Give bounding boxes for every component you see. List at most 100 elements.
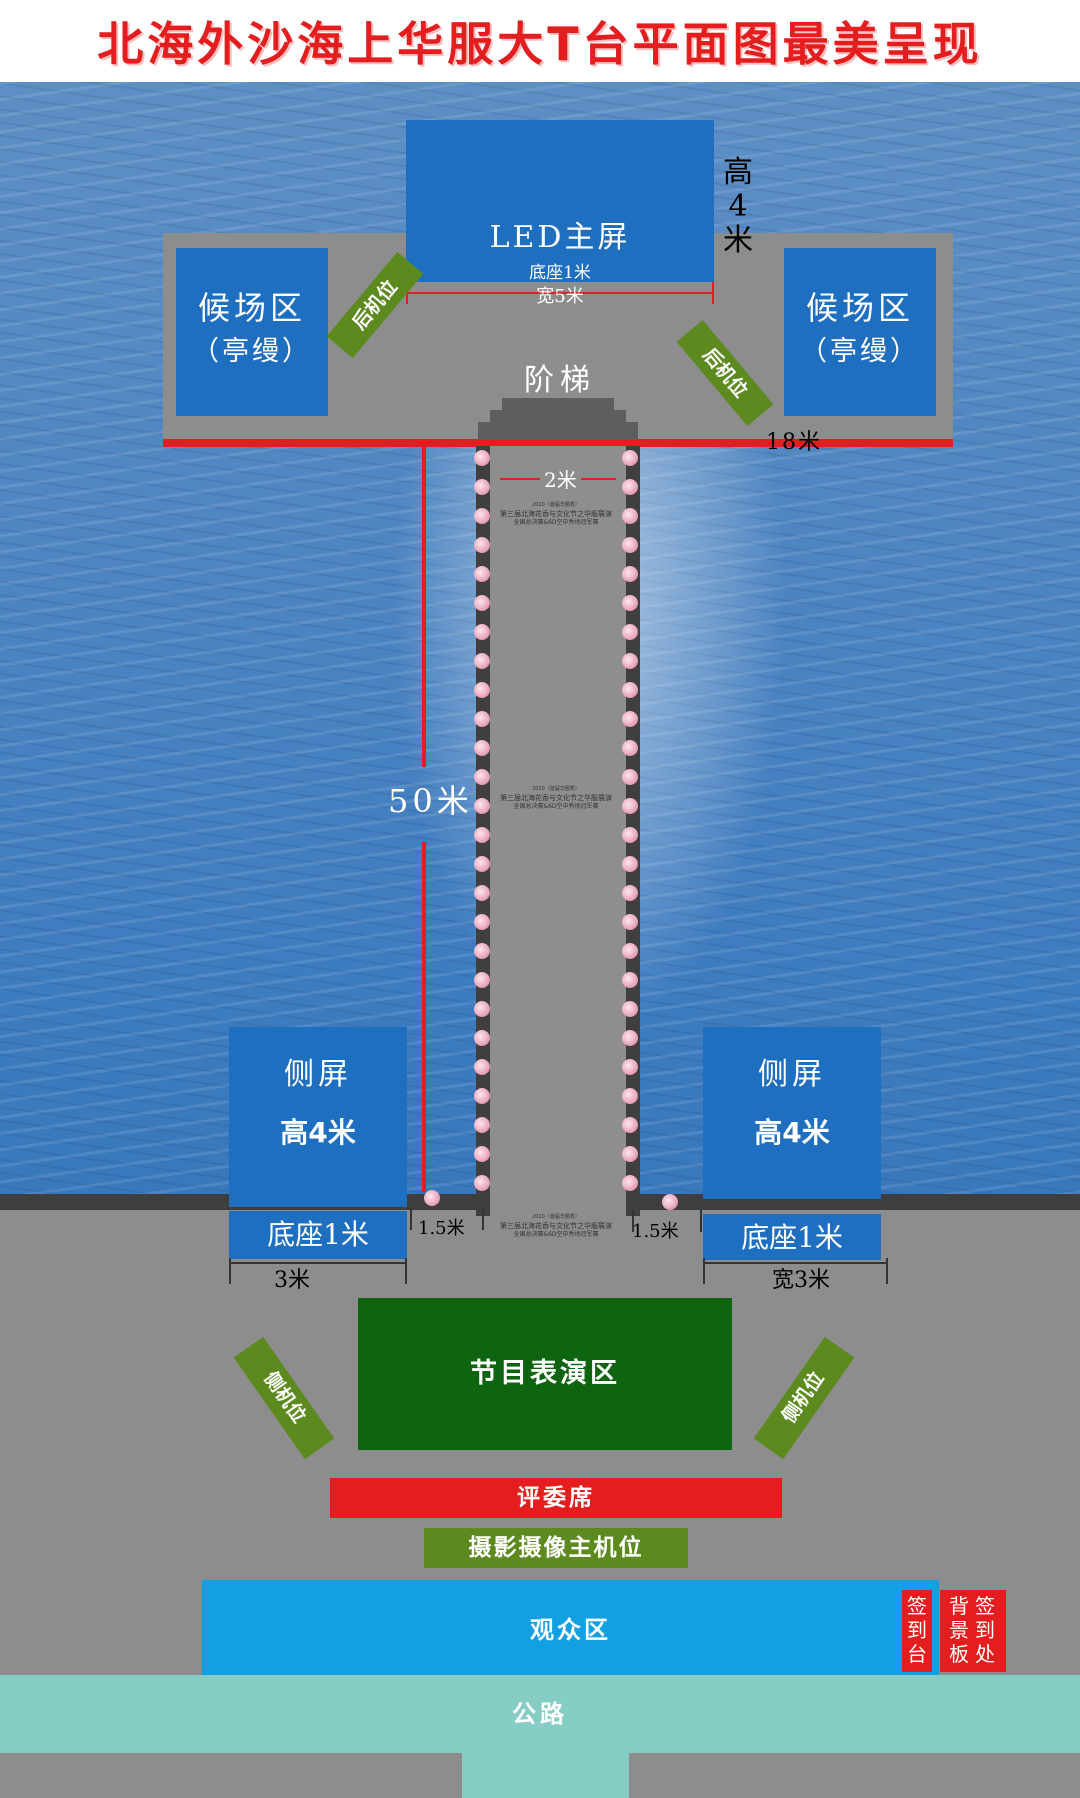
road-entrance [462, 1753, 629, 1798]
flower-decoration [662, 1194, 678, 1210]
flower-decoration [622, 769, 638, 785]
gap-right-label: 1.5米 [632, 1221, 679, 1242]
stair-step [490, 410, 626, 424]
gap-left-tick [410, 1208, 412, 1230]
flower-decoration [474, 653, 490, 669]
flower-decoration [622, 450, 638, 466]
flower-decoration [474, 508, 490, 524]
side-screen-base-left: 底座1米 [229, 1211, 407, 1259]
waiting-area-right: 候场区 （亭缦） [784, 248, 936, 416]
flower-decoration [474, 1030, 490, 1046]
title-bar: 北海外沙海上华服大T台平面图最美呈现 [0, 0, 1080, 82]
flower-decoration [622, 653, 638, 669]
flower-decoration [622, 1001, 638, 1017]
side-screen-right-width-label: 宽3米 [772, 1268, 830, 1293]
flower-decoration [622, 885, 638, 901]
flower-decoration [622, 827, 638, 843]
road: 公路 [0, 1675, 1080, 1753]
side-screen-right-width-line [703, 1262, 888, 1264]
flower-decoration [474, 682, 490, 698]
flower-decoration [474, 798, 490, 814]
led-height-label: 高 4 米 [718, 156, 758, 258]
flower-decoration [424, 1190, 440, 1206]
flower-decoration [622, 1117, 638, 1133]
checkin-board-col: 背景板 [949, 1594, 969, 1666]
flower-decoration [622, 1059, 638, 1075]
runway-logo-sub: 全国总决赛&6D空中秀场冠军赛 [513, 519, 599, 526]
flower-decoration [622, 711, 638, 727]
gap-left-label: 1.5米 [418, 1218, 465, 1239]
flower-decoration [474, 1146, 490, 1162]
audience-area: 观众区 [202, 1580, 939, 1680]
led-main-screen: LED主屏 [406, 120, 714, 282]
checkin-desk-label: 签到台 [907, 1594, 927, 1666]
led-screen-label: LED主屏 [489, 220, 631, 255]
gap-left-tick [482, 1208, 484, 1230]
flower-decoration [474, 450, 490, 466]
flower-decoration [622, 1146, 638, 1162]
flower-decoration [474, 537, 490, 553]
flower-decoration [622, 508, 638, 524]
waiting-area-title: 候场区 [197, 289, 306, 327]
runway-logo-small: 2020（首届华服秀） [532, 502, 580, 508]
runway-logo: 2020（首届华服秀） 第三届北海花香与文化节之华服展演 全国总决赛&6D空中秀… [496, 786, 616, 816]
flower-decoration [474, 1059, 490, 1075]
performance-area: 节目表演区 [358, 1298, 732, 1450]
flower-decoration [474, 595, 490, 611]
flower-decoration [474, 1175, 490, 1191]
side-screen-left-width-tick [405, 1258, 407, 1284]
side-screen-right-width-tick [703, 1258, 705, 1284]
stair-step [478, 422, 638, 440]
flower-decoration [622, 943, 638, 959]
flower-decoration [474, 566, 490, 582]
flower-decoration [622, 914, 638, 930]
flower-decoration [474, 885, 490, 901]
stair-step [502, 398, 614, 412]
side-screen-right-width-tick [886, 1258, 888, 1284]
runway-logo: 2020（首届华服秀） 第三届北海花香与文化节之华服展演 全国总决赛&6D空中秀… [496, 1214, 616, 1244]
flower-decoration [474, 1117, 490, 1133]
judges-seats: 评委席 [330, 1478, 782, 1518]
runway-logo-small: 2020（首届华服秀） [532, 1214, 580, 1220]
checkin-backdrop: 签到处 背景板 [940, 1590, 1006, 1672]
runway-logo-sub: 全国总决赛&6D空中秀场冠军赛 [513, 1231, 599, 1238]
waiting-area-subtitle: （亭缦） [800, 336, 920, 367]
runway-logo-main: 第三届北海花香与文化节之华服展演 [500, 510, 612, 518]
checkin-board-col: 签到处 [975, 1594, 995, 1666]
flower-decoration [474, 624, 490, 640]
runway-length-line-bottom [422, 842, 426, 1192]
side-screen-left-width-line [229, 1262, 407, 1264]
side-screen-left-width-label: 3米 [274, 1268, 310, 1293]
waiting-area-title: 候场区 [805, 289, 914, 327]
side-screen-label: 侧屏 [758, 1057, 826, 1092]
runway-length-label: 50米 [388, 782, 473, 820]
flower-decoration [622, 972, 638, 988]
runway-logo-main: 第三届北海花香与文化节之华服展演 [500, 794, 612, 802]
checkin-desk: 签到台 [902, 1590, 932, 1672]
main-camera-position: 摄影摄像主机位 [424, 1528, 688, 1568]
flower-decoration [474, 943, 490, 959]
led-width-tick-right [712, 282, 714, 304]
flower-decoration [474, 740, 490, 756]
side-screen-height: 高4米 [754, 1116, 830, 1149]
side-screen-left-width-tick [229, 1258, 231, 1284]
led-width-label: 宽5米 [536, 286, 584, 307]
flower-decoration [622, 1088, 638, 1104]
runway-logo-small: 2020（首届华服秀） [532, 786, 580, 792]
stairs-label: 阶梯 [524, 363, 596, 398]
flower-decoration [622, 1175, 638, 1191]
gap-right-tick [700, 1210, 702, 1232]
flower-decoration [474, 711, 490, 727]
flower-decoration [474, 914, 490, 930]
flower-decoration [622, 856, 638, 872]
runway-logo: 2020（首届华服秀） 第三届北海花香与文化节之华服展演 全国总决赛&6D空中秀… [496, 502, 616, 532]
flower-decoration [474, 972, 490, 988]
side-screen-right: 侧屏 高4米 [703, 1027, 881, 1199]
waiting-area-left: 候场区 （亭缦） [176, 248, 328, 416]
runway-width-label: 2米 [540, 464, 581, 493]
flower-decoration [622, 479, 638, 495]
runway-length-line-top [422, 447, 426, 767]
side-screen-height: 高4米 [280, 1116, 356, 1149]
flower-decoration [622, 682, 638, 698]
side-screen-left: 侧屏 高4米 [229, 1027, 407, 1207]
